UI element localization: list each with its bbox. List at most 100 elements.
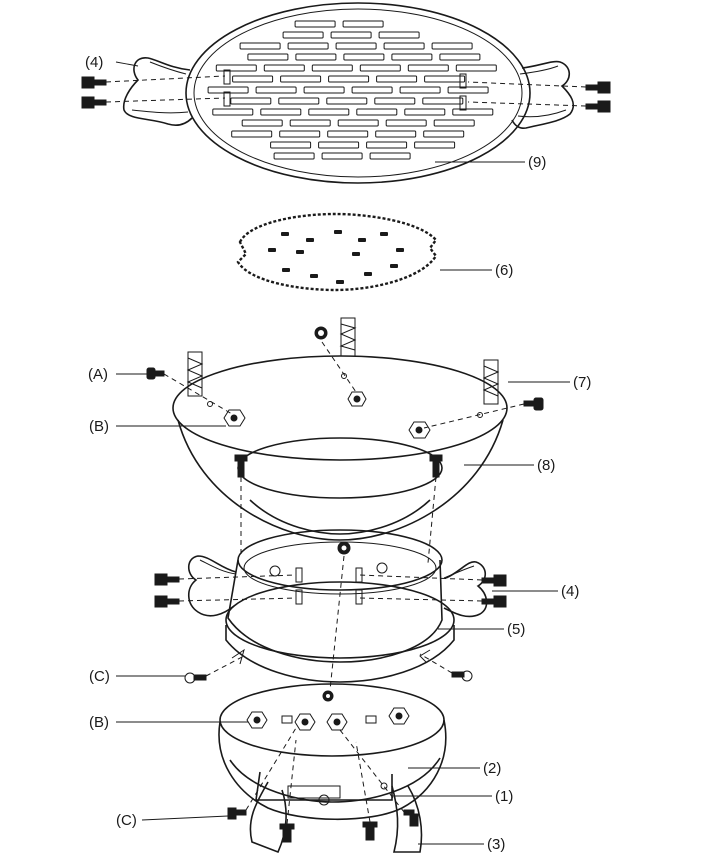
middle-ring bbox=[225, 529, 455, 683]
grate-slot bbox=[343, 53, 385, 61]
grate-slot bbox=[378, 31, 420, 39]
grate-slot bbox=[351, 86, 393, 94]
label-part-3: (3) bbox=[487, 836, 505, 853]
grate-slot bbox=[260, 108, 302, 116]
fire-bowl-body bbox=[218, 683, 447, 821]
grate-slot bbox=[337, 119, 379, 127]
body-fasteners bbox=[246, 707, 410, 731]
grate-slot bbox=[366, 141, 408, 149]
grate-slot bbox=[303, 86, 345, 94]
grate-slot bbox=[391, 53, 433, 61]
grate-slot bbox=[433, 119, 475, 127]
plate-hole bbox=[281, 232, 289, 236]
grate-slot bbox=[447, 86, 489, 94]
grate-slot bbox=[255, 86, 297, 94]
label-part-8: (8) bbox=[537, 457, 555, 474]
label-part-b: (B) bbox=[89, 418, 109, 435]
grate-slot bbox=[279, 130, 321, 138]
handle-bolts bbox=[154, 541, 507, 691]
legs bbox=[249, 781, 423, 854]
long-bolts bbox=[234, 454, 443, 564]
grate-slot bbox=[326, 97, 368, 105]
grate-slot bbox=[399, 86, 441, 94]
plate-hole bbox=[296, 250, 304, 254]
charcoal-plate bbox=[236, 212, 438, 292]
label-part-2: (2) bbox=[483, 760, 501, 777]
ash-tray bbox=[255, 771, 393, 806]
grate-slot bbox=[263, 64, 305, 72]
plate-hole bbox=[364, 272, 372, 276]
label-part-7: (7) bbox=[573, 374, 591, 391]
grate-slot bbox=[376, 75, 418, 83]
grate-slot bbox=[289, 119, 331, 127]
plate-hole bbox=[306, 238, 314, 242]
grate-slot bbox=[282, 31, 324, 39]
grate-slot bbox=[247, 53, 289, 61]
plate-hole bbox=[380, 232, 388, 236]
grate-slot bbox=[318, 141, 360, 149]
plate-hole bbox=[310, 274, 318, 278]
grate-bolts bbox=[81, 69, 611, 113]
grate-slot bbox=[273, 152, 315, 160]
ring-screws bbox=[184, 648, 473, 684]
grate-slot bbox=[342, 20, 384, 28]
grate-slot bbox=[422, 97, 464, 105]
grate-slot bbox=[375, 130, 417, 138]
grate-slot bbox=[414, 141, 456, 149]
grate-slot bbox=[207, 86, 249, 94]
grate-slot bbox=[311, 64, 353, 72]
grate-slot bbox=[230, 97, 272, 105]
grate-slot bbox=[241, 119, 283, 127]
grate-slot bbox=[239, 42, 281, 50]
grate-slot bbox=[328, 75, 370, 83]
fire-bowl-ring bbox=[172, 355, 508, 541]
plate-hole bbox=[358, 238, 366, 242]
middle-ring-handles bbox=[187, 555, 488, 618]
grate-slot bbox=[424, 75, 466, 83]
grate-slot bbox=[356, 108, 398, 116]
grate-slot bbox=[308, 108, 350, 116]
grate-slot bbox=[383, 42, 425, 50]
grate-slot bbox=[295, 53, 337, 61]
grate-slot bbox=[278, 97, 320, 105]
plate-hole bbox=[334, 230, 342, 234]
grate-slot bbox=[335, 42, 377, 50]
label-part-c: (C) bbox=[89, 668, 110, 685]
label-part-a: (A) bbox=[88, 366, 108, 383]
ring-fasteners bbox=[146, 326, 544, 439]
grate-slot bbox=[359, 64, 401, 72]
leader-lines bbox=[115, 61, 570, 845]
label-part-5: (5) bbox=[507, 621, 525, 638]
grate-slot bbox=[374, 97, 416, 105]
grate-slot bbox=[369, 152, 411, 160]
label-part-1: (1) bbox=[495, 788, 513, 805]
grate-slot bbox=[321, 152, 363, 160]
grate-slot bbox=[439, 53, 481, 61]
plate-hole bbox=[396, 248, 404, 252]
label-part-c-lower: (C) bbox=[116, 812, 137, 829]
cooking-grate bbox=[185, 2, 531, 184]
label-part-6: (6) bbox=[495, 262, 513, 279]
grate-slot bbox=[407, 64, 449, 72]
label-part-9: (9) bbox=[528, 154, 546, 171]
label-part-4-lower: (4) bbox=[561, 583, 579, 600]
grate-handle-right bbox=[511, 60, 575, 129]
grate-slot bbox=[385, 119, 427, 127]
grate-slot bbox=[455, 64, 497, 72]
plate-hole bbox=[282, 268, 290, 272]
leg-screws bbox=[227, 727, 419, 843]
plate-holes bbox=[268, 230, 404, 284]
grate-slot bbox=[330, 31, 372, 39]
label-part-b-lower: (B) bbox=[89, 714, 109, 731]
grate-slot bbox=[404, 108, 446, 116]
grate-slot bbox=[294, 20, 336, 28]
grate-slot bbox=[270, 141, 312, 149]
grate-slot bbox=[280, 75, 322, 83]
plate-hole bbox=[352, 252, 360, 256]
plate-hole bbox=[268, 248, 276, 252]
grate-handle-left bbox=[122, 57, 193, 126]
part-labels: (4) (9) (6) (A) (7) (B) (8) (4) (5) (C) … bbox=[85, 54, 591, 853]
label-part-4: (4) bbox=[85, 54, 103, 71]
grate-slot bbox=[287, 42, 329, 50]
